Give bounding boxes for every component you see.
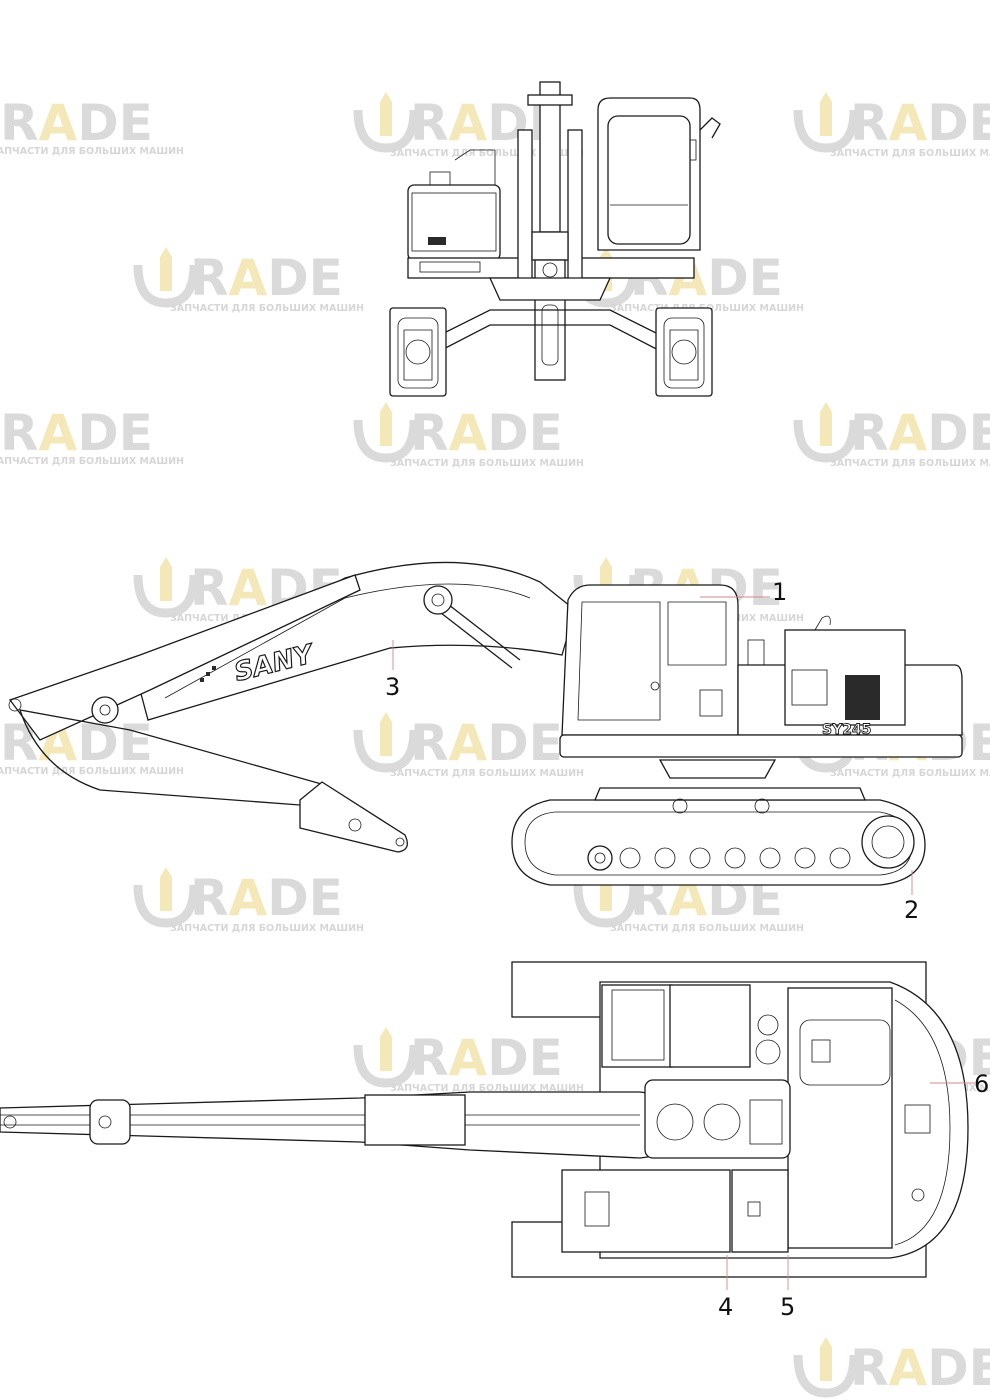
- callouts: 1 2 3 4 5 6: [385, 578, 989, 1321]
- watermark-6: RADE ЗАПЧАСТИ ДЛЯ БОЛЬШИХ МАШИН: [0, 404, 184, 467]
- svg-text:ЗАПЧАСТИ ДЛЯ БОЛЬШИХ МАШИН: ЗАПЧАСТИ ДЛЯ БОЛЬШИХ МАШИН: [170, 303, 364, 314]
- svg-text:RADE: RADE: [850, 404, 990, 462]
- svg-text:5: 5: [780, 1293, 795, 1321]
- svg-text:RADE: RADE: [410, 714, 563, 772]
- svg-text:ЗАПЧАСТИ ДЛЯ БОЛЬШИХ МАШИН: ЗАПЧАСТИ ДЛЯ БОЛЬШИХ МАШИН: [610, 923, 804, 934]
- svg-text:4: 4: [718, 1293, 733, 1321]
- svg-text:RADE: RADE: [410, 404, 563, 462]
- watermark-1: RADE ЗАПЧАСТИ ДЛЯ БОЛЬШИХ МАШИН: [0, 94, 184, 157]
- svg-text:RADE: RADE: [850, 94, 990, 152]
- watermark-3: RADE ЗАПЧАСТИ ДЛЯ БОЛЬШИХ МАШИН: [798, 92, 990, 159]
- callout-3: 3: [385, 640, 400, 701]
- callout-6: 6: [930, 1070, 989, 1098]
- callout-2: 2: [904, 870, 919, 924]
- watermark-4: RADE ЗАПЧАСТИ ДЛЯ БОЛЬШИХ МАШИН: [138, 247, 364, 314]
- watermark-8: RADE ЗАПЧАСТИ ДЛЯ БОЛЬШИХ МАШИН: [798, 402, 990, 469]
- svg-text:RADE: RADE: [410, 1029, 563, 1087]
- svg-text:1: 1: [772, 578, 787, 606]
- svg-text:ЗАПЧАСТИ ДЛЯ БОЛЬШИХ МАШИН: ЗАПЧАСТИ ДЛЯ БОЛЬШИХ МАШИН: [0, 766, 184, 777]
- callout-4: 4: [718, 1255, 733, 1321]
- side-view: SANY SY245: [8, 561, 963, 886]
- watermark-7: RADE ЗАПЧАСТИ ДЛЯ БОЛЬШИХ МАШИН: [358, 402, 584, 469]
- svg-text:ЗАПЧАСТИ ДЛЯ БОЛЬШИХ МАШИН: ЗАПЧАСТИ ДЛЯ БОЛЬШИХ МАШИН: [0, 146, 184, 157]
- svg-text:ЗАПЧАСТИ ДЛЯ БОЛЬШИХ МАШИН: ЗАПЧАСТИ ДЛЯ БОЛЬШИХ МАШИН: [0, 456, 184, 467]
- watermark-5: RADE ЗАПЧАСТИ ДЛЯ БОЛЬШИХ МАШИН: [578, 247, 804, 314]
- svg-text:SY245: SY245: [822, 722, 871, 738]
- svg-text:ЗАПЧАСТИ ДЛЯ БОЛЬШИХ МАШИН: ЗАПЧАСТИ ДЛЯ БОЛЬШИХ МАШИН: [830, 768, 990, 779]
- top-view: [0, 961, 969, 1278]
- svg-text:ЗАПЧАСТИ ДЛЯ БОЛЬШИХ МАШИН: ЗАПЧАСТИ ДЛЯ БОЛЬШИХ МАШИН: [390, 148, 584, 159]
- svg-text:RADE: RADE: [190, 249, 343, 307]
- svg-text:ЗАПЧАСТИ ДЛЯ БОЛЬШИХ МАШИН: ЗАПЧАСТИ ДЛЯ БОЛЬШИХ МАШИН: [830, 148, 990, 159]
- svg-text:RADE: RADE: [190, 869, 343, 927]
- callout-5: 5: [780, 1255, 795, 1321]
- watermark-16: RADE ЗАПЧАСТИ ДЛЯ БОЛЬШИХ МАШИН: [358, 1027, 584, 1094]
- callout-1: 1: [700, 578, 787, 606]
- watermark-19: RADE: [798, 1337, 990, 1397]
- svg-text:ЗАПЧАСТИ ДЛЯ БОЛЬШИХ МАШИН: ЗАПЧАСТИ ДЛЯ БОЛЬШИХ МАШИН: [390, 768, 584, 779]
- watermark-12: RADE ЗАПЧАСТИ ДЛЯ БОЛЬШИХ МАШИН: [358, 712, 584, 779]
- svg-text:ЗАПЧАСТИ ДЛЯ БОЛЬШИХ МАШИН: ЗАПЧАСТИ ДЛЯ БОЛЬШИХ МАШИН: [170, 923, 364, 934]
- svg-text:2: 2: [904, 896, 919, 924]
- watermark-14: RADE ЗАПЧАСТИ ДЛЯ БОЛЬШИХ МАШИН: [138, 867, 364, 934]
- front-view: [389, 81, 721, 397]
- svg-text:ЗАПЧАСТИ ДЛЯ БОЛЬШИХ МАШИН: ЗАПЧАСТИ ДЛЯ БОЛЬШИХ МАШИН: [390, 458, 584, 469]
- svg-text:RADE: RADE: [0, 94, 153, 152]
- svg-text:6: 6: [974, 1070, 989, 1098]
- svg-text:ЗАПЧАСТИ ДЛЯ БОЛЬШИХ МАШИН: ЗАПЧАСТИ ДЛЯ БОЛЬШИХ МАШИН: [830, 458, 990, 469]
- svg-text:RADE: RADE: [0, 404, 153, 462]
- svg-text:RADE: RADE: [850, 1339, 990, 1397]
- svg-text:3: 3: [385, 673, 400, 701]
- svg-text:ЗАПЧАСТИ ДЛЯ БОЛЬШИХ МАШИН: ЗАПЧАСТИ ДЛЯ БОЛЬШИХ МАШИН: [390, 1083, 584, 1094]
